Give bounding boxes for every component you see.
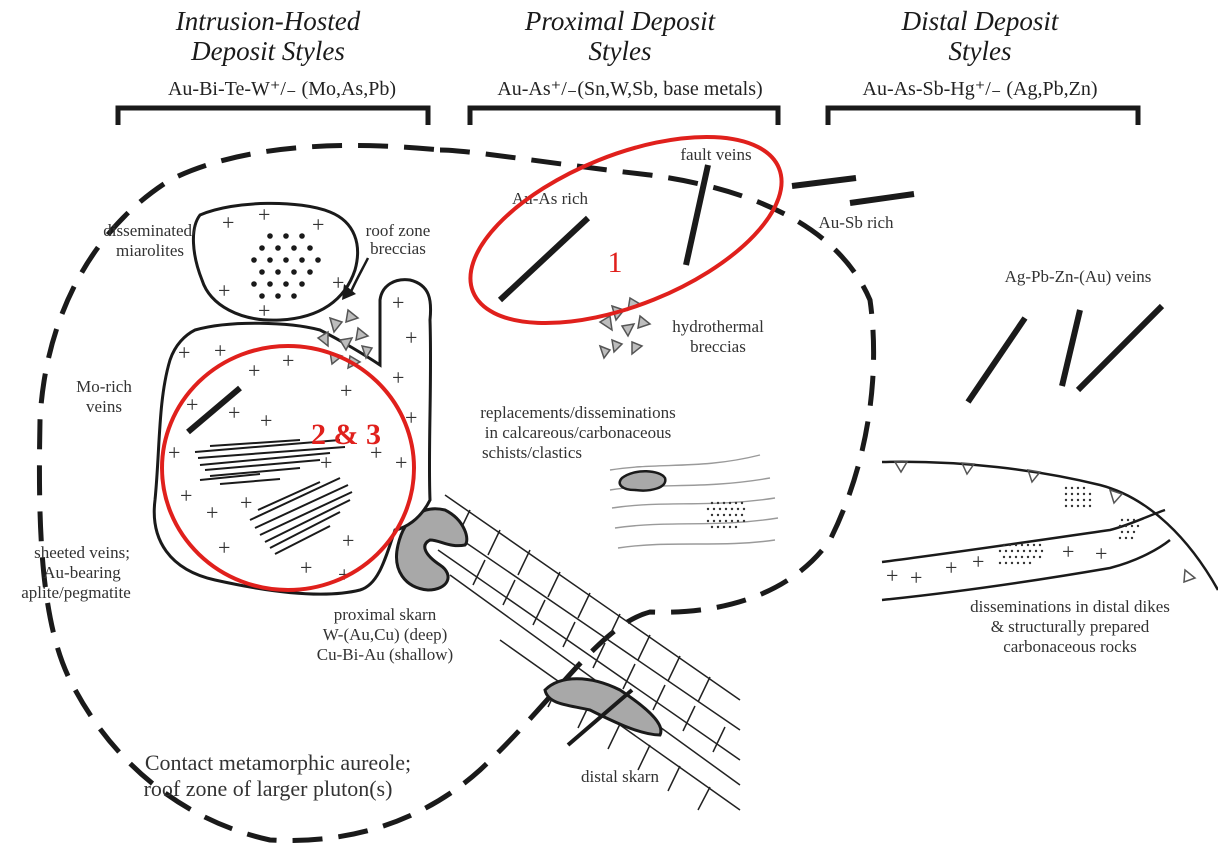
svg-text:+: + [258, 298, 270, 323]
au-as-rich-vein [500, 218, 588, 300]
header-proximal: Proximal Deposit Styles Au-As⁺/₋(Sn,W,Sb… [470, 6, 778, 125]
mo-rich-label-line1: Mo-rich [76, 377, 132, 396]
distal-title-line1: Distal Deposit [901, 6, 1060, 36]
proximal-skarn-label-line3: Cu-Bi-Au (shallow) [317, 645, 453, 664]
distal-bracket [828, 108, 1138, 125]
svg-text:+: + [260, 408, 272, 433]
svg-text:+: + [206, 500, 218, 525]
roof-zone-label-line1: roof zone [366, 221, 431, 240]
svg-text:+: + [405, 325, 417, 350]
roof-zone-label-line2: breccias [370, 239, 426, 258]
intrusion-formula: Au-Bi-Te-W⁺/₋ (Mo,As,Pb) [168, 78, 396, 100]
svg-text:+: + [240, 490, 252, 515]
distal-dikes-label-line1: disseminations in distal dikes [970, 597, 1170, 616]
hydrothermal-label-line2: breccias [690, 337, 746, 356]
distal-thrust-fault [882, 462, 1218, 590]
hydrothermal-label-line1: hydrothermal [672, 317, 764, 336]
annotation-label-2-3: 2 & 3 [311, 418, 381, 451]
ag-pb-zn-vein-2 [1062, 310, 1080, 386]
sheeted-veins-label-line2: Au-bearing [43, 563, 121, 582]
main-intrusion-outline [154, 280, 430, 594]
thrust-teeth [895, 462, 1195, 582]
svg-text:+: + [1095, 541, 1107, 566]
replacements-label-line2: in calcareous/carbonaceous [485, 423, 671, 442]
intrusion-title-line1: Intrusion-Hosted [175, 6, 361, 36]
ag-pb-zn-label: Ag-Pb-Zn-(Au) veins [1005, 267, 1152, 286]
annotation-label-1: 1 [608, 246, 623, 279]
svg-text:+: + [282, 348, 294, 373]
sheeted-veins-label-line3: aplite/pegmatite [21, 583, 131, 602]
distal-dikes-label-line3: carbonaceous rocks [1003, 637, 1137, 656]
svg-text:+: + [214, 338, 226, 363]
distal-title-line2: Styles [949, 36, 1012, 66]
svg-text:+: + [340, 378, 352, 403]
header-intrusion: Intrusion-Hosted Deposit Styles Au-Bi-Te… [118, 6, 428, 125]
au-as-rich-label: Au-As rich [512, 189, 589, 208]
distal-skarn-label: distal skarn [581, 767, 659, 786]
replacements-label-line1: replacements/disseminations [480, 403, 675, 422]
replacement-stipple [707, 502, 745, 528]
ag-pb-zn-vein-3 [1078, 306, 1162, 390]
proximal-bracket [470, 108, 778, 125]
svg-text:+: + [332, 270, 344, 295]
svg-text:+: + [886, 563, 898, 588]
carbonate-beds [438, 495, 740, 810]
header-distal: Distal Deposit Styles Au-As-Sb-Hg⁺/₋ (Ag… [828, 6, 1138, 125]
svg-text:+: + [342, 528, 354, 553]
au-sb-rich-vein-1 [792, 178, 856, 186]
svg-text:+: + [392, 365, 404, 390]
proximal-skarn-label-line1: proximal skarn [334, 605, 437, 624]
aureole-label-line1: Contact metamorphic aureole; [145, 750, 411, 775]
svg-text:+: + [945, 555, 957, 580]
disseminated-label-line1: disseminated/ [103, 221, 197, 240]
schist-layers [610, 455, 778, 548]
svg-text:+: + [300, 555, 312, 580]
proximal-title-line1: Proximal Deposit [524, 6, 717, 36]
replacements-label-line3: schists/clastics [482, 443, 582, 462]
disseminated-label-line2: miarolites [116, 241, 184, 260]
distal-skarn-body [545, 679, 661, 735]
intrusion-bracket [118, 108, 428, 125]
svg-text:+: + [1062, 539, 1074, 564]
proximal-formula: Au-As⁺/₋(Sn,W,Sb, base metals) [497, 78, 762, 100]
svg-text:+: + [168, 440, 180, 465]
svg-text:+: + [222, 210, 234, 235]
distal-dike-top [882, 510, 1165, 562]
proximal-skarn-label-line2: W-(Au,Cu) (deep) [323, 625, 448, 644]
intrusion-title-line2: Deposit Styles [190, 36, 345, 66]
svg-text:+: + [258, 202, 270, 227]
svg-text:+: + [228, 400, 240, 425]
svg-text:+: + [178, 340, 190, 365]
replacement-lens [620, 471, 666, 490]
hydrothermal-breccia-clasts [600, 298, 650, 358]
svg-text:+: + [218, 535, 230, 560]
fault-veins-label: fault veins [680, 145, 751, 164]
svg-text:+: + [218, 278, 230, 303]
distal-dikes-label-line2: & structurally prepared [991, 617, 1150, 636]
svg-text:+: + [312, 212, 324, 237]
svg-text:+: + [395, 450, 407, 475]
au-sb-rich-vein-2 [850, 194, 914, 203]
distal-formula: Au-As-Sb-Hg⁺/₋ (Ag,Pb,Zn) [863, 78, 1098, 100]
svg-text:+: + [392, 290, 404, 315]
svg-text:+: + [910, 565, 922, 590]
svg-text:+: + [180, 483, 192, 508]
svg-text:+: + [248, 358, 260, 383]
svg-text:+: + [972, 549, 984, 574]
distal-dike-bottom [882, 540, 1170, 600]
proximal-title-line2: Styles [589, 36, 652, 66]
ag-pb-zn-vein-1 [968, 318, 1025, 402]
mo-rich-label-line2: veins [86, 397, 122, 416]
au-sb-rich-label: Au-Sb rich [818, 213, 894, 232]
aureole-label-line2: roof zone of larger pluton(s) [144, 776, 393, 801]
sheeted-veins-label-line1: sheeted veins; [34, 543, 130, 562]
